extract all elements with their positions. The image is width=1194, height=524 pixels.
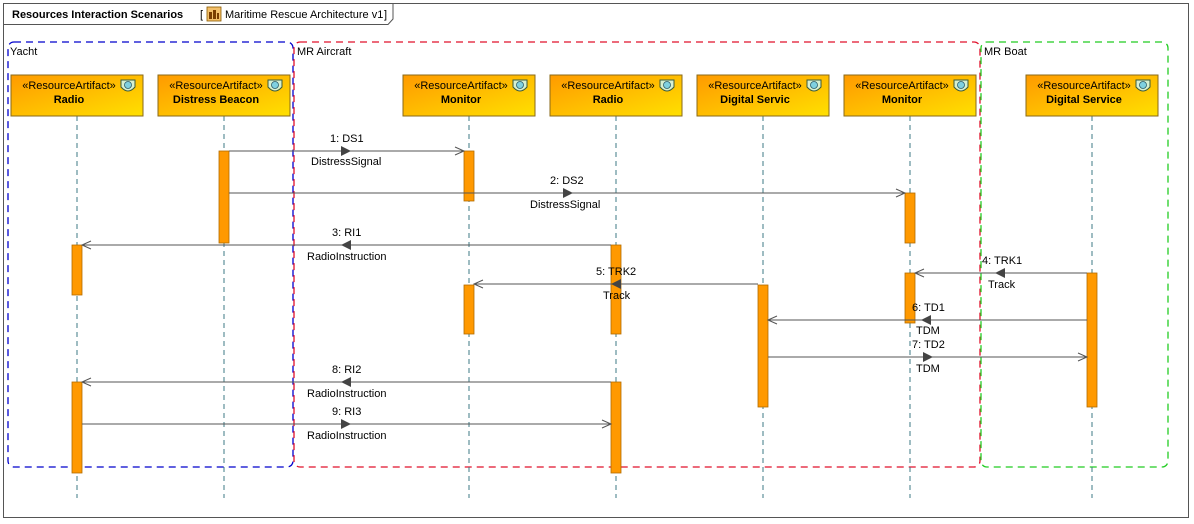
frame-title: Resources Interaction Scenarios <box>12 9 183 21</box>
message-arrowhead <box>766 315 778 325</box>
lifeline-name: Digital Service <box>1046 94 1122 106</box>
message-arrowhead <box>913 268 925 278</box>
message-direction-icon <box>341 419 351 429</box>
message-type: TDM <box>916 325 940 337</box>
message-direction-icon <box>563 188 573 198</box>
message-arrowhead <box>80 377 92 387</box>
message-label: 8: RI2 <box>332 364 361 376</box>
activation-bar <box>757 284 769 408</box>
activation-bar <box>610 244 622 335</box>
diagram-icon <box>206 6 222 22</box>
message-type: RadioInstruction <box>307 251 387 263</box>
message-type: Track <box>988 279 1016 291</box>
activation-bar <box>610 381 622 474</box>
activations <box>71 150 1098 474</box>
group-mr-boat-label: MR Boat <box>984 46 1027 58</box>
message-type: RadioInstruction <box>307 430 387 442</box>
lifeline-name: Monitor <box>882 94 923 106</box>
message-arrowhead <box>895 188 907 198</box>
group-yacht <box>7 41 294 468</box>
message-arrowhead <box>80 240 92 250</box>
group-mr-boat <box>980 41 1169 468</box>
message-label: 7: TD2 <box>912 339 945 351</box>
activation-bar <box>71 381 83 474</box>
frame-ref-bracket-open: [ <box>200 9 203 21</box>
lifeline-stereotype: «ResourceArtifact» <box>708 80 802 92</box>
message-arrowhead <box>472 279 484 289</box>
message-direction-icon <box>921 315 931 325</box>
message-label: 4: TRK1 <box>982 255 1022 267</box>
message-arrowhead <box>601 419 613 429</box>
activation-bar <box>463 284 475 335</box>
resource-icon <box>659 79 675 92</box>
lifeline-stereotype: «ResourceArtifact» <box>1037 80 1131 92</box>
message-type: Track <box>603 290 631 302</box>
message-direction-icon <box>341 377 351 387</box>
message-type: RadioInstruction <box>307 388 387 400</box>
frame-tab <box>3 3 394 25</box>
message-label: 5: TRK2 <box>596 266 636 278</box>
frame-ref-bracket-close: ] <box>384 9 387 21</box>
lifeline-stereotype: «ResourceArtifact» <box>855 80 949 92</box>
message-direction-icon <box>923 352 933 362</box>
activation-bar <box>71 244 83 296</box>
message-label: 9: RI3 <box>332 406 361 418</box>
lifeline-name: Digital Servic <box>720 94 790 106</box>
lifeline-name: Monitor <box>441 94 482 106</box>
lifeline-monitor-boat-side[interactable]: «ResourceArtifact» Monitor <box>843 74 977 498</box>
resource-icon <box>806 79 822 92</box>
lifeline-name: Radio <box>593 94 624 106</box>
lifeline-stereotype: «ResourceArtifact» <box>169 80 263 92</box>
message-direction-icon <box>341 240 351 250</box>
message-type: TDM <box>916 363 940 375</box>
message-label: 6: TD1 <box>912 302 945 314</box>
activation-bar <box>1086 272 1098 408</box>
frame-ref-name: Maritime Rescue Architecture v1 <box>225 9 383 21</box>
activation-bar <box>904 192 916 244</box>
message-label: 3: RI1 <box>332 227 361 239</box>
lifeline-radio-aircraft[interactable]: «ResourceArtifact» Radio <box>549 74 683 498</box>
message-direction-icon <box>341 146 351 156</box>
message-direction-icon <box>611 279 621 289</box>
message-arrowhead <box>1077 352 1089 362</box>
resource-icon <box>267 79 283 92</box>
lifeline-digital-service-aircraft[interactable]: «ResourceArtifact» Digital Servic <box>696 74 830 498</box>
group-yacht-label: Yacht <box>10 46 37 58</box>
lifeline-name: Radio <box>54 94 85 106</box>
lifeline-stereotype: «ResourceArtifact» <box>22 80 116 92</box>
lifeline-stereotype: «ResourceArtifact» <box>561 80 655 92</box>
group-mr-aircraft <box>293 41 981 468</box>
message-label: 1: DS1 <box>330 133 364 145</box>
message-type: DistressSignal <box>530 199 600 211</box>
message-label: 2: DS2 <box>550 175 584 187</box>
resource-icon <box>953 79 969 92</box>
group-mr-aircraft-label: MR Aircraft <box>297 46 351 58</box>
message-direction-icon <box>995 268 1005 278</box>
message-type: DistressSignal <box>311 156 381 168</box>
resource-icon <box>1135 79 1151 92</box>
activation-bar <box>463 150 475 202</box>
activation-bar <box>904 272 916 324</box>
activation-bar <box>218 150 230 244</box>
lifeline-name: Distress Beacon <box>173 94 259 106</box>
message-arrowhead <box>454 146 466 156</box>
resource-icon <box>512 79 528 92</box>
resource-icon <box>120 79 136 92</box>
lifeline-stereotype: «ResourceArtifact» <box>414 80 508 92</box>
